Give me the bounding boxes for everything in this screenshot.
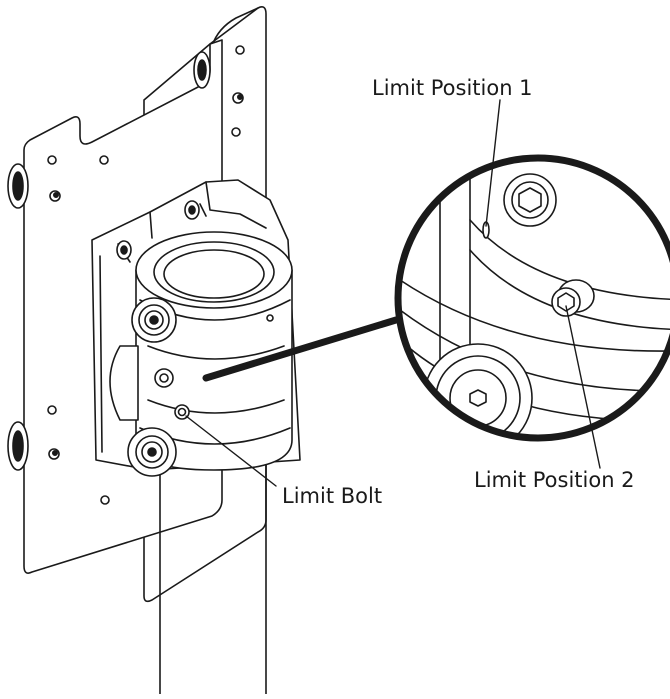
detail-circle <box>394 154 670 442</box>
limit-screw-icon <box>551 279 595 317</box>
collar-bolt <box>154 368 174 388</box>
washer-bolt-upper <box>131 297 177 343</box>
plate-hole <box>231 127 241 137</box>
plate-hole <box>235 45 245 55</box>
limit-position-1-label: Limit Position 1 <box>372 76 533 100</box>
plate-knobs <box>7 51 211 471</box>
limit-bolt-label: Limit Bolt <box>282 484 383 508</box>
limit-bolt <box>174 404 277 487</box>
callout-limit-pos-1 <box>485 99 501 227</box>
washer-bolt-lower <box>127 427 177 477</box>
vertical-pole <box>159 449 267 695</box>
pipe-collar <box>109 231 293 471</box>
limit-position-2-label: Limit Position 2 <box>474 468 635 492</box>
hex-socket-bolt-icon <box>503 173 557 227</box>
callout-limit-pos-2 <box>565 305 601 469</box>
zoom-leader <box>202 316 400 382</box>
